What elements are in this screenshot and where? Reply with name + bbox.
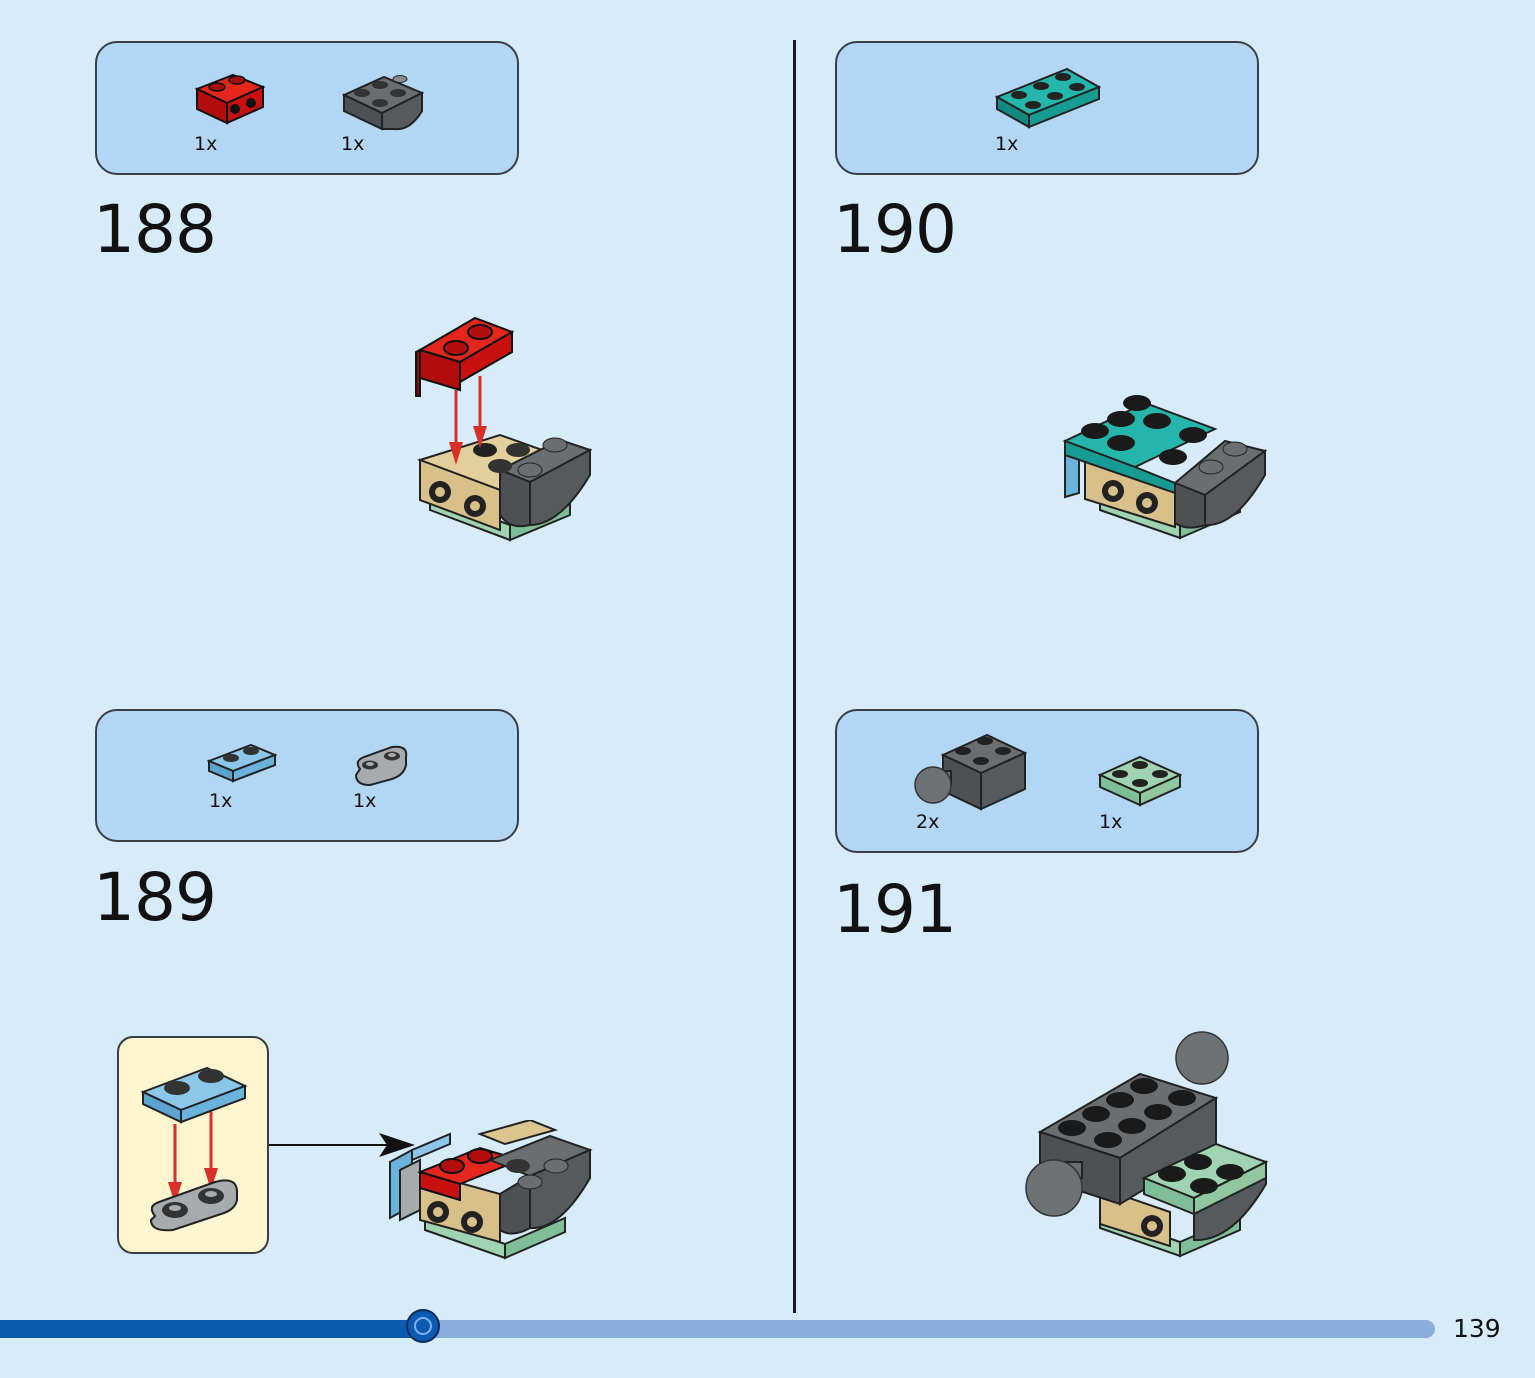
- parts-box-step-191: 2x 1x: [835, 709, 1259, 853]
- part-qty: 1x: [209, 790, 233, 812]
- light-blue-plate-1x2-icon: [207, 743, 277, 783]
- sand-green-plate-2x2-icon: [1098, 755, 1182, 807]
- parts-box-step-188: 1x 1x: [95, 41, 519, 175]
- part-qty: 2x: [916, 811, 940, 833]
- assembly-step-188: [415, 316, 593, 542]
- sub-assembly-callout: [117, 1036, 269, 1254]
- part-qty: 1x: [194, 133, 218, 155]
- light-gray-rounded-plate-icon: [354, 745, 408, 787]
- callout-sub-assembly: [140, 1066, 248, 1232]
- parts-box-step-190: 1x: [835, 41, 1259, 175]
- parts-box-step-189: 1x 1x: [95, 709, 519, 842]
- part-qty: 1x: [995, 133, 1019, 155]
- dark-gray-brick-with-ball-icon: [914, 733, 1027, 811]
- dark-gray-curved-slope-icon: [341, 75, 425, 131]
- step-number-191: 191: [833, 871, 957, 948]
- assembly-step-191: [1025, 1031, 1269, 1258]
- step-number-189: 189: [93, 859, 217, 936]
- progress-knob[interactable]: [406, 1309, 440, 1343]
- part-qty: 1x: [1099, 811, 1123, 833]
- callout-arrow: [269, 1133, 415, 1157]
- progress-fill: [0, 1320, 423, 1338]
- page-divider: [793, 40, 796, 1313]
- part-qty: 1x: [353, 790, 377, 812]
- assembly-step-189: [389, 1120, 593, 1260]
- step-number-190: 190: [833, 191, 957, 268]
- teal-plate-2x3-icon: [994, 67, 1102, 129]
- part-qty: 1x: [341, 133, 365, 155]
- red-bracket-1x2-icon: [194, 73, 265, 125]
- step-number-188: 188: [93, 191, 217, 268]
- assembly-step-190: [1062, 395, 1268, 540]
- page-number: 139: [1453, 1314, 1501, 1343]
